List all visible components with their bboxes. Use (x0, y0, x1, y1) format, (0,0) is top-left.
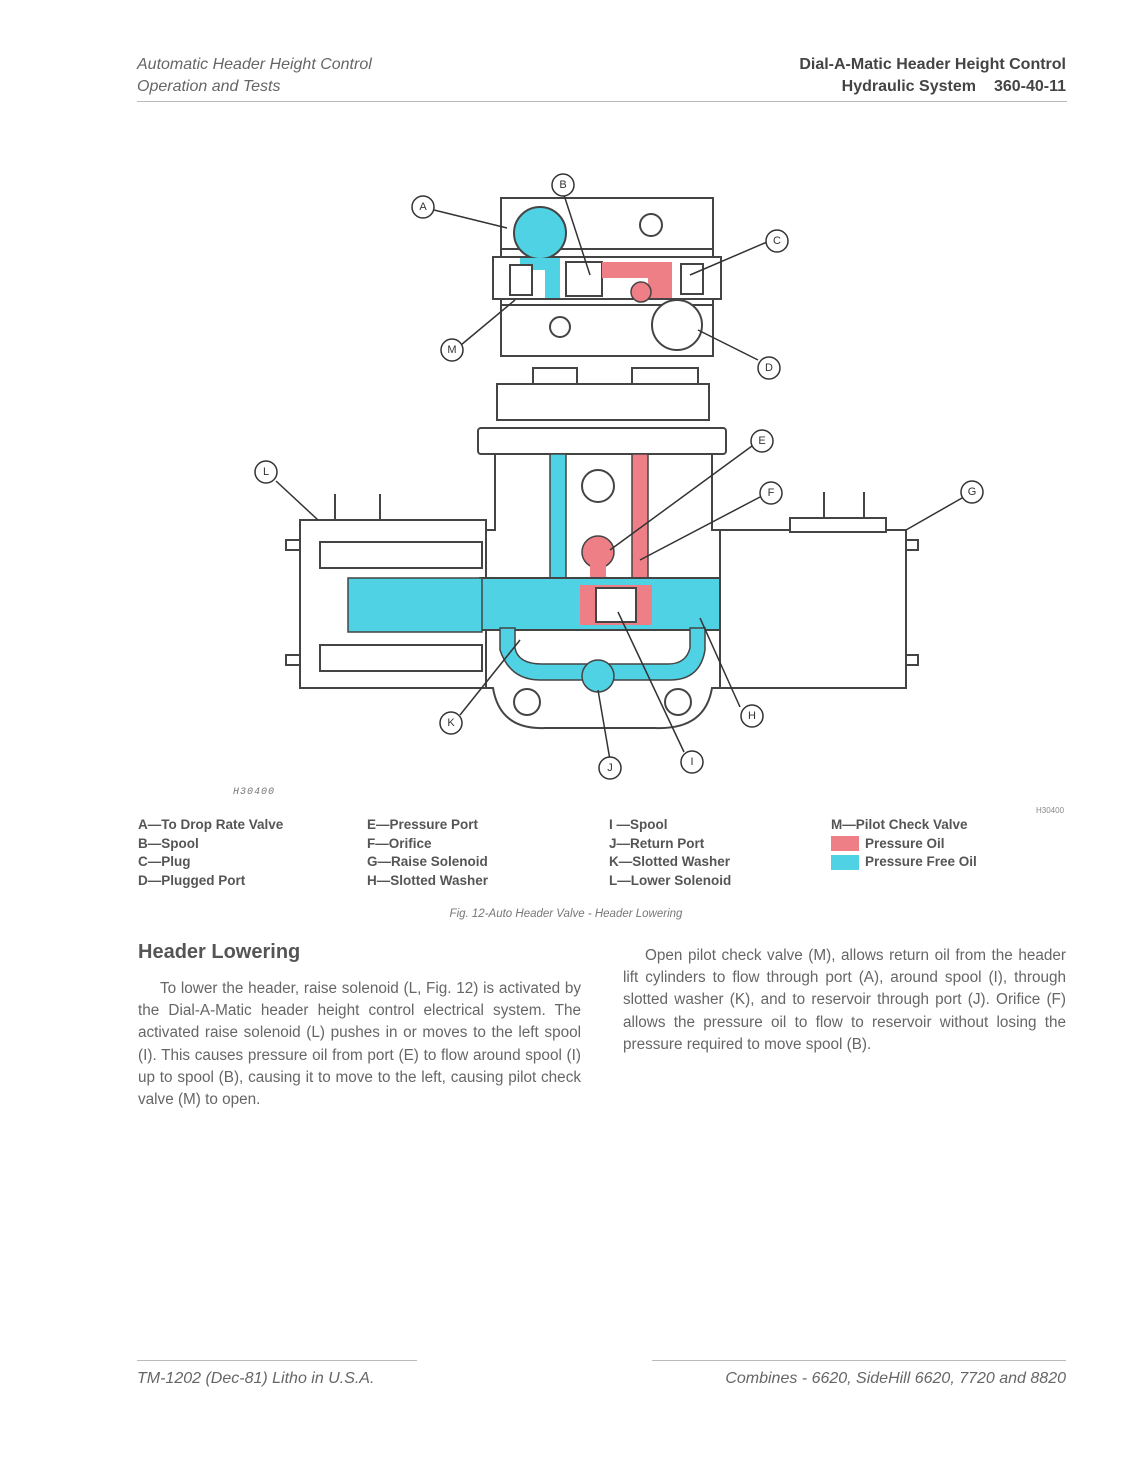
leader-m (460, 299, 516, 346)
page-number: 360-40-11 (993, 78, 1066, 95)
callout-i: I (680, 750, 704, 774)
callout-g: G (960, 480, 984, 504)
svg-text:M: M (447, 344, 456, 356)
leader-k (459, 639, 521, 716)
leader-c (689, 241, 768, 276)
top-pressure-oil-passage (602, 262, 672, 298)
svg-text:H: H (748, 710, 756, 722)
legend-item: J—Return Port (609, 835, 705, 851)
header-right-line1: Dial-A-Matic Header Height Control (799, 56, 1066, 73)
pressure-oil-swatch (831, 836, 859, 852)
footer-rule-right (652, 1360, 1066, 1361)
svg-text:I: I (690, 756, 693, 768)
nut-right (631, 367, 699, 385)
callout-h: H (740, 704, 764, 728)
top-port-circle (639, 213, 663, 237)
svg-text:E: E (758, 435, 765, 447)
leader-d (697, 329, 759, 361)
leader-h (699, 617, 741, 708)
legend-item: D—Plugged Port (138, 872, 246, 888)
callout-l: L (254, 460, 278, 484)
legend-item: F—Orifice (367, 835, 432, 851)
leader-e (609, 445, 753, 551)
callout-e: E (750, 429, 774, 453)
leader-j (597, 689, 611, 761)
svg-text:L: L (263, 466, 269, 478)
svg-text:K: K (447, 717, 455, 729)
return-oil-loop (499, 627, 706, 681)
legend-item: B—Spool (138, 835, 199, 851)
leader-b (563, 194, 591, 276)
legend-column-2: E—Pressure Port F—Orifice G—Raise Soleno… (367, 816, 488, 890)
svg-text:G: G (968, 486, 977, 498)
return-port-j (581, 659, 615, 693)
adapter-plate (496, 383, 710, 421)
legend-item: L—Lower Solenoid (609, 872, 732, 888)
callout-m: M (440, 338, 464, 362)
callout-b: B (551, 173, 575, 197)
figure-code-left: H30400 (233, 787, 276, 798)
legend-column-1: A—To Drop Rate Valve B—Spool C—Plug D—Pl… (138, 816, 283, 890)
svg-text:F: F (768, 487, 775, 499)
svg-text:J: J (607, 762, 613, 774)
callout-j: J (598, 756, 622, 780)
footer-left: TM-1202 (Dec-81) Litho in U.S.A. (137, 1370, 375, 1387)
legend-item: G—Raise Solenoid (367, 854, 488, 869)
paragraph-right: Open pilot check valve (M), allows retur… (623, 947, 1066, 1053)
callout-k: K (439, 711, 463, 735)
lower-solenoid-core (347, 577, 483, 633)
pilot-check-valve-m (509, 264, 533, 296)
legend-item: C—Plug (138, 854, 191, 869)
legend-item: A—To Drop Rate Valve (138, 817, 284, 832)
legend-column-4: M—Pilot Check Valve Pressure Oil Pressur… (831, 816, 977, 872)
plugged-port-d (651, 299, 703, 351)
pressure-oil-channel-vertical (631, 453, 649, 585)
callout-c: C (765, 229, 789, 253)
plug-c (680, 263, 704, 295)
legend-pressure-oil: Pressure Oil (831, 835, 977, 854)
legend-item: E—Pressure Port (367, 817, 479, 832)
running-header-right: Dial-A-Matic Header Height Control Hydra… (799, 54, 1066, 98)
legend-free-oil: Pressure Free Oil (831, 853, 977, 872)
callout-f: F (759, 481, 783, 505)
svg-text:A: A (419, 201, 427, 213)
gasket-plate (477, 427, 727, 455)
legend-item: H—Slotted Washer (367, 872, 489, 888)
svg-text:B: B (559, 179, 566, 191)
svg-text:D: D (765, 362, 773, 374)
leader-i (617, 611, 685, 753)
leader-l (275, 480, 319, 521)
spool-b (565, 261, 603, 297)
raise-solenoid-housing (719, 529, 907, 689)
legend-item: I —Spool (609, 817, 668, 832)
header-left-line1: Automatic Header Height Control (137, 56, 372, 73)
svg-text:C: C (773, 235, 781, 247)
pressure-oil-label: Pressure Oil (865, 835, 945, 851)
legend-item: K—Slotted Washer (609, 854, 731, 869)
leader-g (905, 497, 963, 531)
leader-a (433, 209, 508, 229)
free-oil-label: Pressure Free Oil (865, 854, 977, 869)
footer-right: Combines - 6620, SideHill 6620, 7720 and… (725, 1370, 1066, 1387)
header-rule (137, 101, 1067, 102)
free-oil-channel-vertical (549, 453, 567, 585)
spool-i (595, 587, 637, 623)
figure-code-right: H30400 (1036, 806, 1065, 815)
header-right-line2: Hydraulic System (841, 78, 976, 95)
running-header-left: Automatic Header Height Control Operatio… (137, 54, 372, 98)
callout-a: A (411, 195, 435, 219)
free-oil-swatch (831, 854, 859, 870)
port-a-oil (513, 206, 567, 260)
legend-item: M—Pilot Check Valve (831, 817, 968, 832)
nut-left (532, 367, 578, 385)
section-title: Header Lowering (138, 941, 301, 963)
callout-d: D (757, 356, 781, 380)
leader-f (639, 496, 761, 561)
footer-rule-left (137, 1360, 417, 1361)
paragraph-left: To lower the header, raise solenoid (L, … (138, 980, 581, 1109)
figure-caption: Fig. 12-Auto Header Valve - Header Lower… (449, 908, 683, 920)
header-left-line2: Operation and Tests (137, 78, 281, 95)
legend-column-3: I —Spool J—Return Port K—Slotted Washer … (609, 816, 731, 890)
